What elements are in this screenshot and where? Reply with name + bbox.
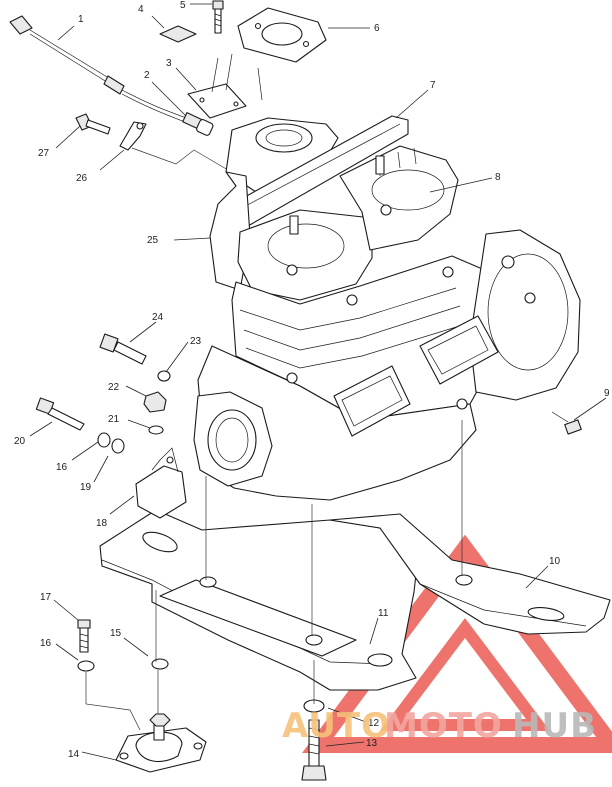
bolt-17 xyxy=(77,619,91,653)
bolt-20 xyxy=(35,397,85,431)
washer-21 xyxy=(148,425,164,435)
callout-26: 26 xyxy=(76,173,88,184)
lever-connector-line xyxy=(131,147,229,171)
callout-2: 2 xyxy=(144,70,150,81)
callout-22: 22 xyxy=(108,382,120,393)
throttle-lever xyxy=(119,121,147,151)
callout-18: 18 xyxy=(96,518,108,529)
alignment-lines xyxy=(85,420,463,731)
mount-bracket-10 xyxy=(329,513,611,635)
callout-1: 1 xyxy=(78,14,84,25)
callout-17: 17 xyxy=(40,592,52,603)
watermark-hub: HUB xyxy=(512,706,597,746)
mount-bracket-18 xyxy=(135,447,187,519)
exhaust-gasket xyxy=(237,7,327,63)
rubber-mount xyxy=(115,713,207,773)
callout-13: 13 xyxy=(366,738,378,749)
cable-bracket xyxy=(187,53,263,119)
bolt-24 xyxy=(99,333,147,365)
callout-21: 21 xyxy=(108,414,120,425)
callout-15: 15 xyxy=(110,628,122,639)
callout-10: 10 xyxy=(549,556,561,567)
engine-mount-plate xyxy=(99,509,419,691)
callout-16b: 16 xyxy=(40,638,52,649)
engine-assembly xyxy=(193,115,581,501)
bolt-9 xyxy=(551,411,582,435)
callout-9: 9 xyxy=(604,388,610,399)
pivot-bolt xyxy=(75,113,111,135)
callout-7: 7 xyxy=(430,80,436,91)
cable-adjuster xyxy=(182,112,214,136)
washer-19 xyxy=(111,438,125,454)
callout-4: 4 xyxy=(138,4,144,15)
bolt-5 xyxy=(212,0,224,34)
callout-11: 11 xyxy=(378,608,389,619)
callout-12: 12 xyxy=(368,718,380,729)
leader-lines xyxy=(29,3,607,761)
watermark-text: AUTO MOTO HUB xyxy=(282,706,597,746)
callout-labels: 1 2 3 4 5 6 7 8 9 10 11 12 13 14 15 16 1… xyxy=(14,0,610,760)
washer-16a xyxy=(97,432,111,448)
callout-8: 8 xyxy=(495,172,501,183)
callout-27: 27 xyxy=(38,148,50,159)
callout-5: 5 xyxy=(180,0,186,11)
callout-14: 14 xyxy=(68,749,80,760)
nut-22 xyxy=(143,391,167,413)
washer-16b xyxy=(77,660,95,672)
watermark-auto: AUTO xyxy=(282,706,391,746)
callout-23: 23 xyxy=(190,336,202,347)
callout-3: 3 xyxy=(166,58,172,69)
watermark-moto: MOTO xyxy=(384,706,503,746)
callout-24: 24 xyxy=(152,312,164,323)
callout-6: 6 xyxy=(374,23,380,34)
bolt-13 xyxy=(301,719,327,781)
callout-25: 25 xyxy=(147,235,159,246)
callout-19: 19 xyxy=(80,482,92,493)
callout-20: 20 xyxy=(14,436,26,447)
washer-15 xyxy=(151,658,169,670)
decal xyxy=(159,25,197,43)
washer-23 xyxy=(157,370,171,382)
callout-16a: 16 xyxy=(56,462,68,473)
